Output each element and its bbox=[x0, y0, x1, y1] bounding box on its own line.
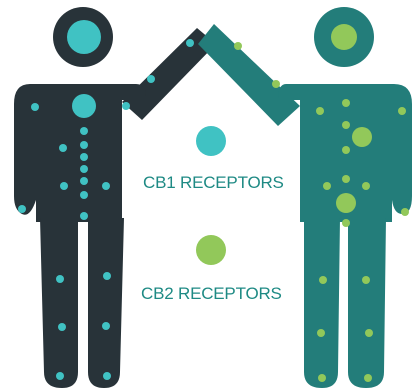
right-human-figure bbox=[198, 7, 412, 388]
cb2-legend-dot bbox=[196, 235, 226, 265]
head-dot-cb2 bbox=[331, 24, 357, 50]
left-human-figure bbox=[14, 7, 216, 388]
cb1-receptor-dots bbox=[18, 39, 194, 380]
cb1-legend-label: CB1 RECEPTORS bbox=[143, 173, 284, 192]
head-dot-cb1 bbox=[67, 20, 101, 54]
cb1-legend-dot bbox=[196, 126, 226, 156]
cb2-legend-label: CB2 RECEPTORS bbox=[141, 284, 282, 303]
cb2-receptor-dots bbox=[234, 42, 409, 382]
